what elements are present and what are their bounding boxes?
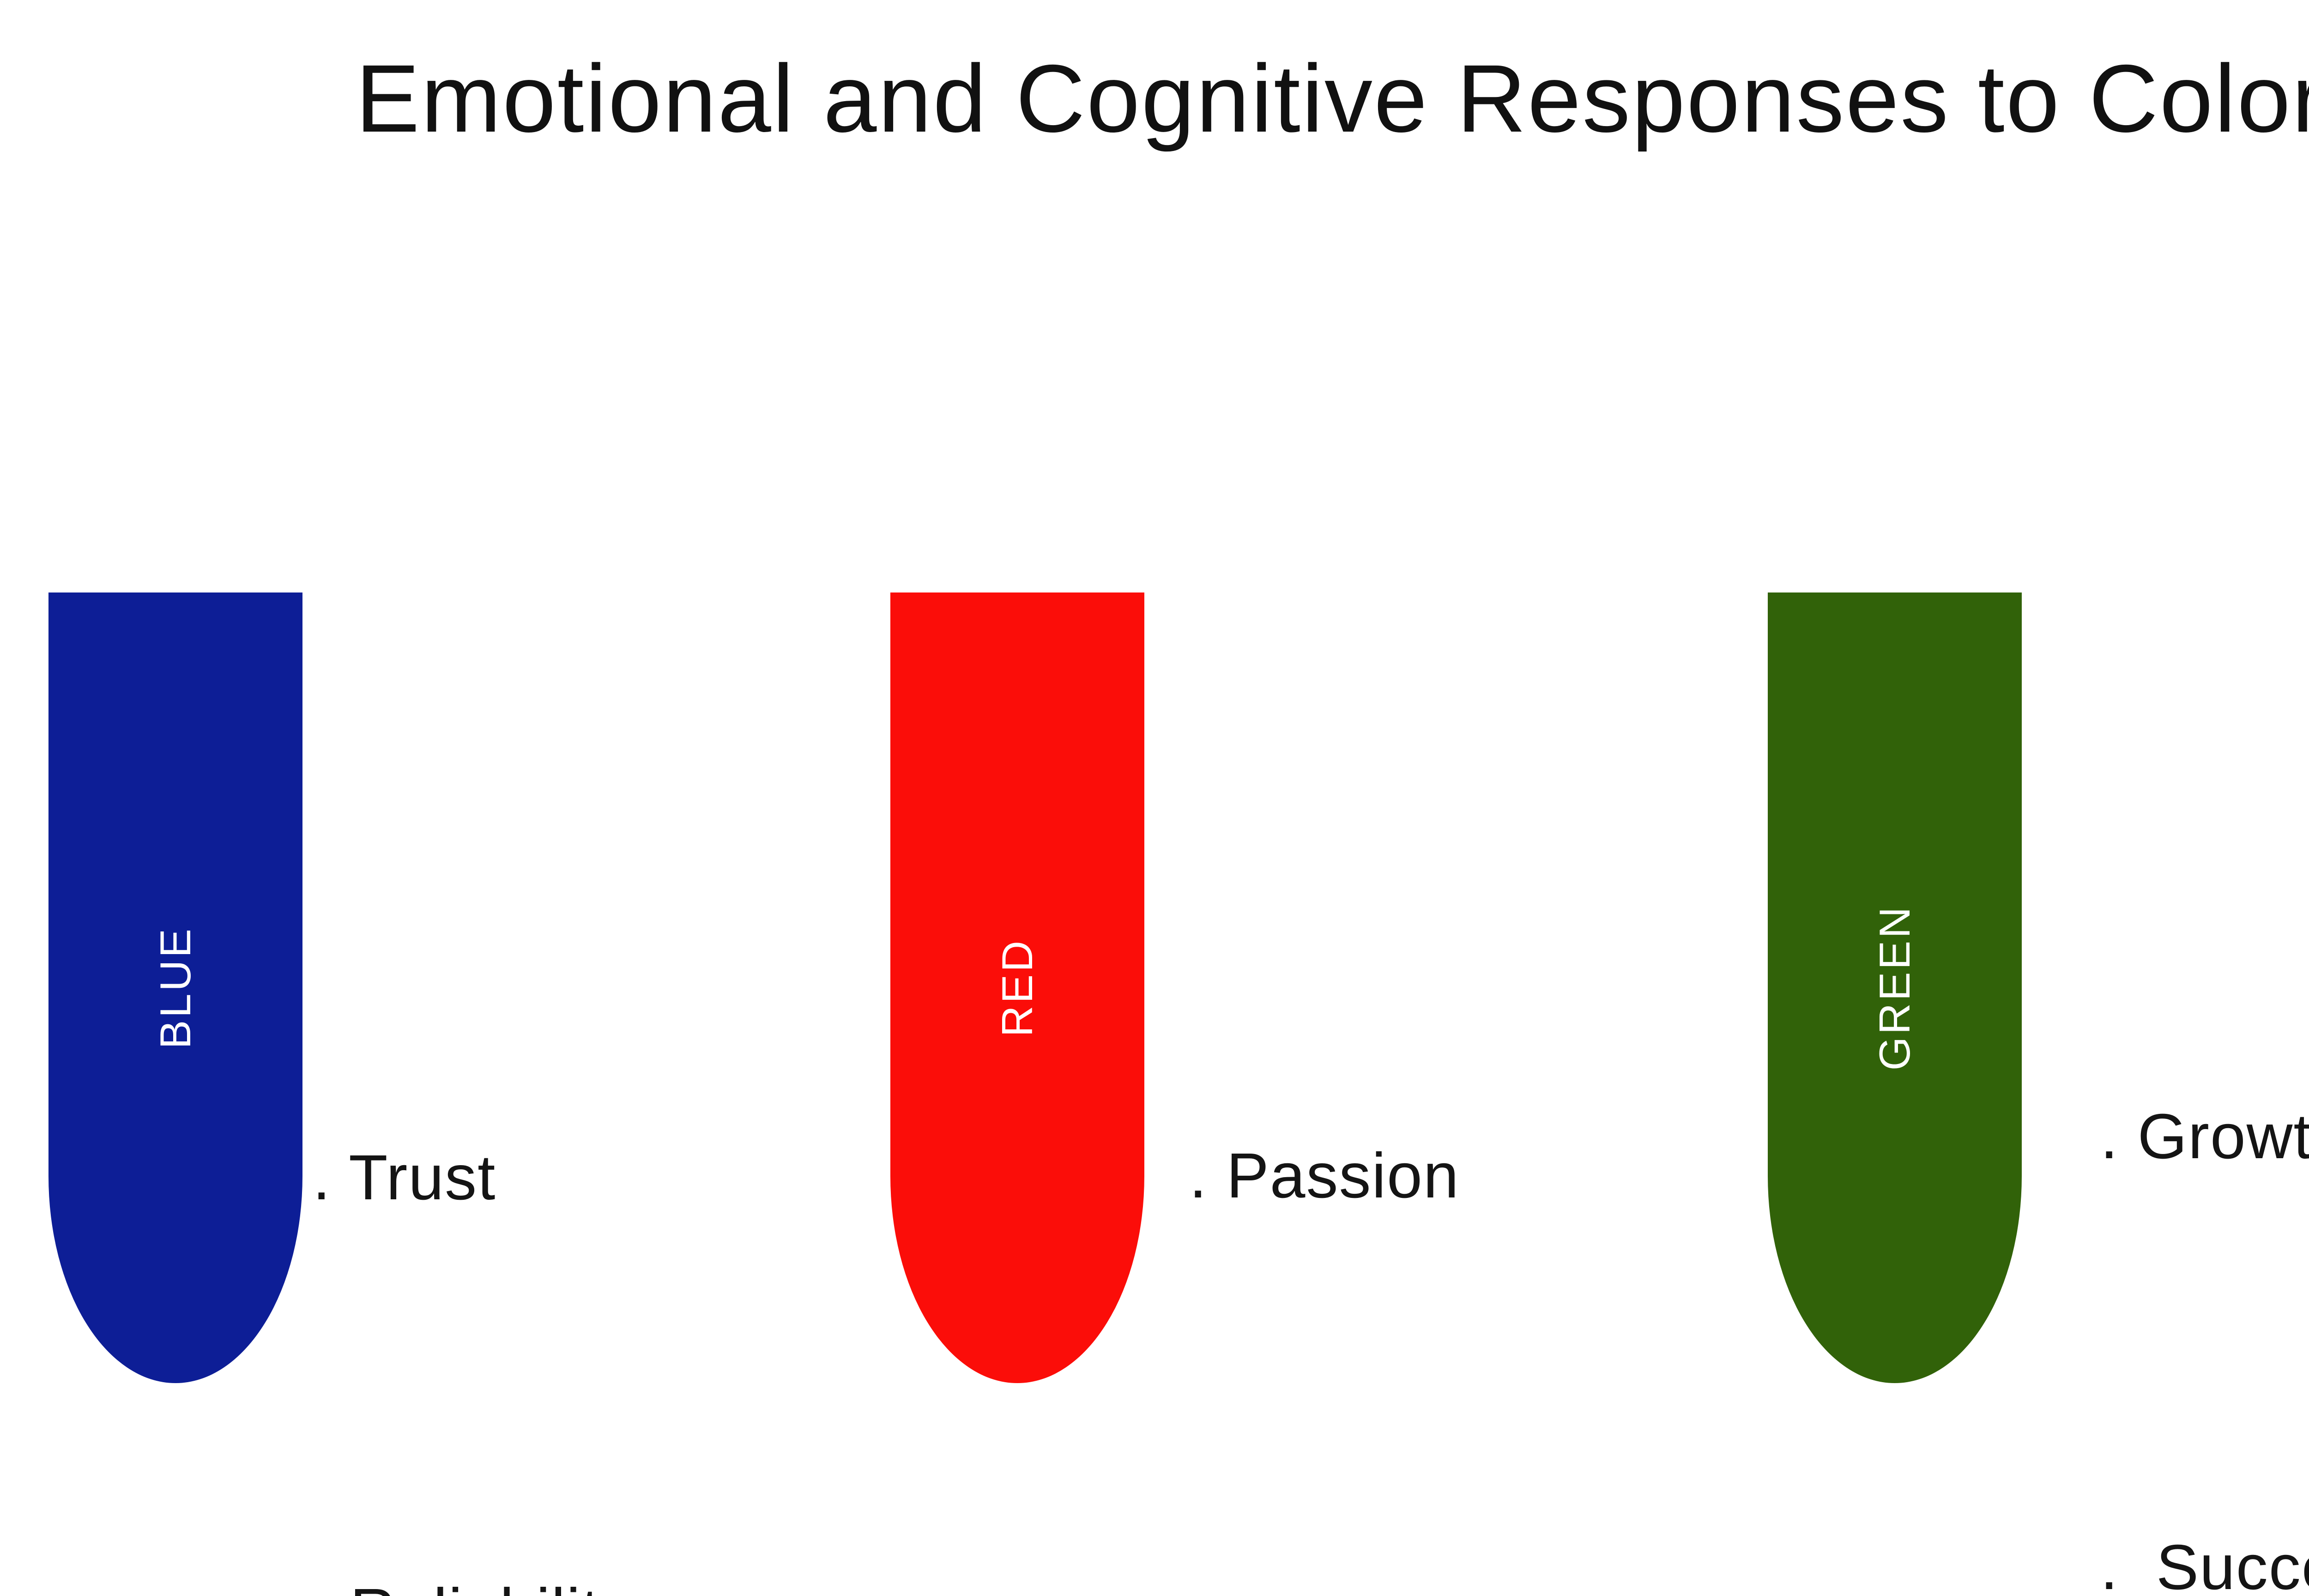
color-bar-blue: BLUE [48,592,302,1383]
list-item: . Success [2100,1532,2309,1596]
list-item: . Urgency [1189,1566,1551,1596]
green-responses-list: . Growth . Success .Positivity [2100,778,2309,1596]
color-bar-red-label: RED [993,938,1041,1037]
list-item: . Trust [313,1142,496,1213]
page-title: Emotional and Cognitive Responses to Col… [356,45,2309,152]
red-responses-list: . Passion . Urgency . Excitement [1189,786,1551,1596]
color-bar-green-label: GREEN [1870,905,1919,1071]
color-bar-green: GREEN [1768,592,2022,1383]
color-bar-red: RED [890,592,1144,1383]
color-bar-blue-label: BLUE [151,926,199,1049]
list-item: . Growth [2100,1101,2309,1172]
list-item: . Passion [1189,1140,1460,1211]
blue-responses-list: . Trust . Reliability . Calmness [313,816,659,1596]
list-item: . Reliability [313,1539,659,1596]
